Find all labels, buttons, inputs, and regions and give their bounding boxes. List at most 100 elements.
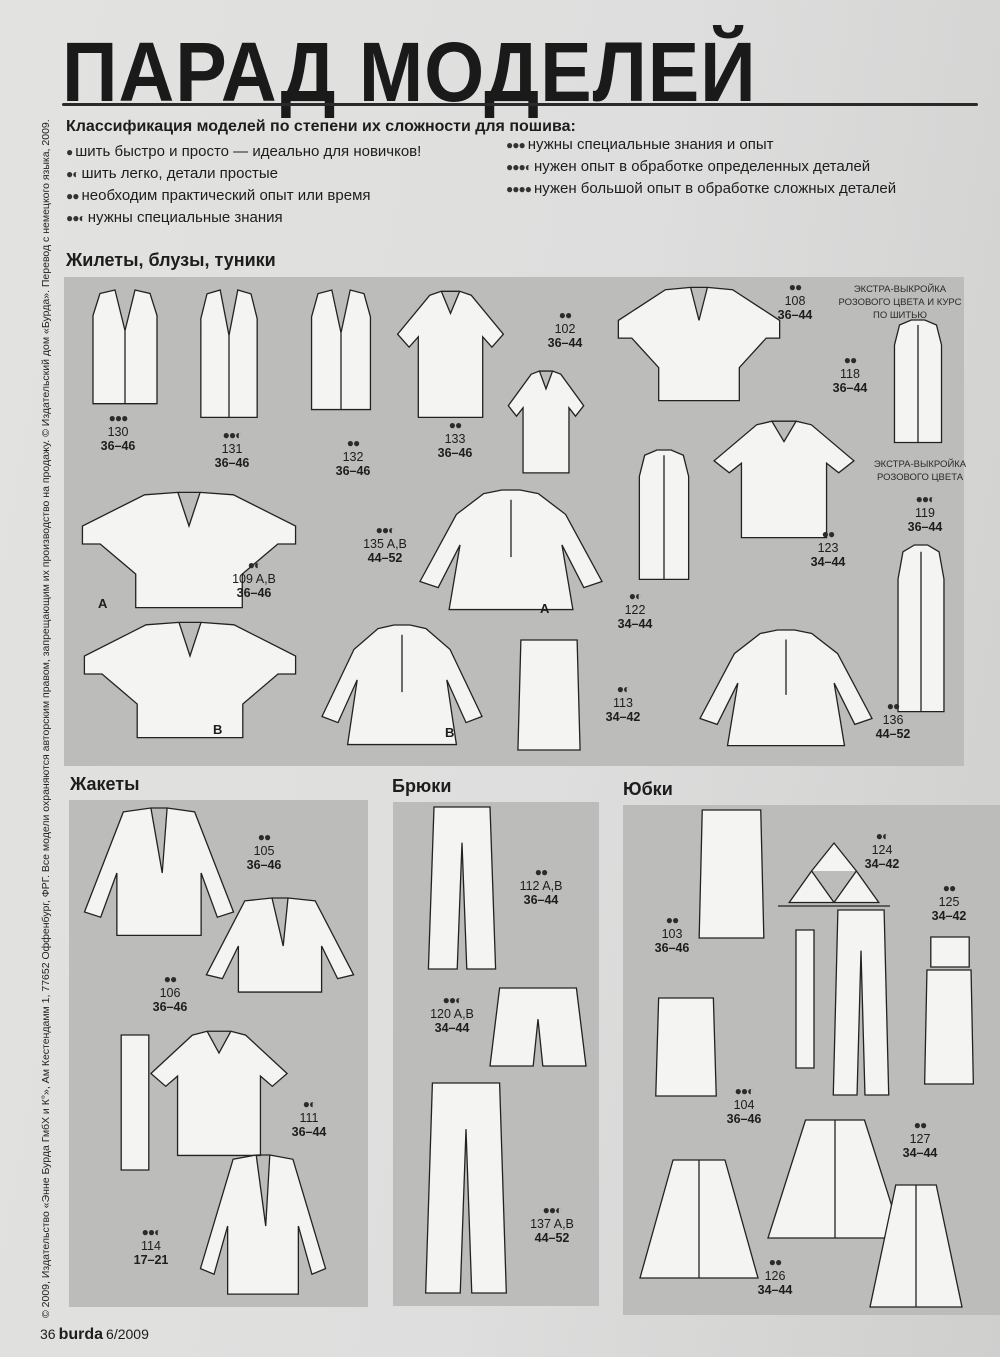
model-number: 132: [342, 450, 364, 464]
model-number: 124: [871, 843, 893, 857]
difficulty-dots: ●◐: [616, 682, 630, 696]
legend-item: ●шить быстро и просто — идеально для нов…: [66, 141, 421, 163]
variant-letter: B: [213, 722, 223, 737]
legend-text: нужен большой опыт в обработке сложных д…: [534, 180, 897, 197]
model-number: 114: [141, 1239, 161, 1253]
legend-text: нужен опыт в обработке определенных дета…: [534, 158, 871, 175]
model-number: 127: [909, 1132, 931, 1146]
model-number: 102: [554, 322, 576, 336]
legend-heading: Классификация моделей по степени их слож…: [66, 118, 576, 135]
garment-drawing-tunic: [700, 630, 872, 748]
difficulty-dots: ●●◐: [222, 428, 243, 442]
size-range: 44–52: [367, 551, 403, 565]
page-title: ПАРАД МОДЕЛЕЙ: [62, 25, 757, 119]
model-number: 136: [882, 713, 904, 727]
model-number: 118: [840, 367, 860, 381]
size-range: 34–44: [757, 1283, 793, 1297]
garment-drawing-skirt: [640, 1160, 758, 1278]
model-number: 113: [613, 696, 633, 710]
size-range: 36–46: [152, 1000, 188, 1014]
difficulty-dots: ●●◐: [915, 492, 936, 506]
difficulty-dots: ●◐: [302, 1097, 316, 1111]
garment-drawing-batwing: [615, 285, 783, 403]
issue: 6/2009: [106, 1326, 149, 1342]
size-range: 36–44: [523, 893, 559, 907]
garment-drawing-top: [145, 1030, 293, 1158]
legend-item: ●◐шить легко, детали простые: [66, 163, 421, 185]
variant-letter: A: [540, 601, 550, 616]
variant-letter: B: [445, 725, 455, 740]
difficulty-dots: ●●: [448, 418, 462, 432]
garment-drawing-vest: [185, 290, 273, 420]
section-heading-tops: Жилеты, блузы, туники: [66, 250, 276, 270]
difficulty-dots: ●●: [913, 1118, 927, 1132]
model-number: 103: [661, 927, 683, 941]
garment-drawing-jacket: [200, 898, 360, 994]
garment-drawing-top: [505, 370, 587, 475]
size-range: 36–46: [214, 456, 250, 470]
size-range: 36–44: [907, 520, 943, 534]
difficulty-dots: ●●●●: [506, 182, 532, 196]
difficulty-dots: ●●: [257, 830, 271, 844]
difficulty-dots: ●●◐: [542, 1203, 563, 1217]
size-range: 34–44: [434, 1021, 470, 1035]
size-range: 36–46: [100, 439, 136, 453]
difficulty-dots: ●●●: [108, 411, 129, 425]
size-range: 34–44: [902, 1146, 938, 1160]
page-number: 36: [40, 1326, 56, 1342]
garment-drawing-pants: [418, 1083, 514, 1293]
model-number: 104: [733, 1098, 755, 1112]
size-range: 36–44: [291, 1125, 327, 1139]
garment-drawing-pencil: [920, 970, 978, 1084]
model-number: 123: [817, 541, 839, 555]
legend-item: ●●●нужны специальные знания и опыт: [506, 134, 896, 156]
model-number: 130: [107, 425, 129, 439]
size-range: 44–52: [875, 727, 911, 741]
garment-drawing-vest: [295, 290, 387, 412]
model-number: 120 A,B: [430, 1007, 474, 1021]
size-range: 44–52: [534, 1231, 570, 1245]
garment-drawing-tunic: [420, 490, 602, 612]
garment-drawing-pencil: [693, 810, 770, 938]
difficulty-dots: ●●◐: [734, 1084, 755, 1098]
difficulty-dots: ●●: [942, 881, 956, 895]
legend-text: шить быстро и просто — идеально для нови…: [75, 143, 422, 160]
size-range: 36–46: [437, 446, 473, 460]
legend-text: необходим практический опыт или время: [81, 187, 371, 204]
difficulty-dots: ●◐: [875, 829, 889, 843]
model-number: 131: [221, 442, 243, 456]
extra-pattern-note: ЭКСТРА-ВЫКРОЙКА РОЗОВОГО ЦВЕТА И КУРС ПО…: [838, 284, 962, 321]
size-range: 36–46: [236, 586, 272, 600]
size-range: 36–44: [832, 381, 868, 395]
model-number: 135 A,B: [363, 537, 407, 551]
difficulty-dots: ●●◐: [442, 993, 463, 1007]
size-range: 34–42: [605, 710, 641, 724]
garment-drawing-vest: [75, 290, 175, 406]
model-number: 119: [915, 506, 935, 520]
size-range: 34–42: [931, 909, 967, 923]
garment-drawing-pencil: [512, 640, 586, 750]
garment-drawing-top: [708, 420, 860, 540]
difficulty-dots: ●●◐: [141, 1225, 162, 1239]
title-rule: [62, 103, 978, 106]
model-number: 125: [938, 895, 960, 909]
size-range: 17–21: [133, 1253, 169, 1267]
garment-drawing-tunic: [322, 625, 482, 747]
